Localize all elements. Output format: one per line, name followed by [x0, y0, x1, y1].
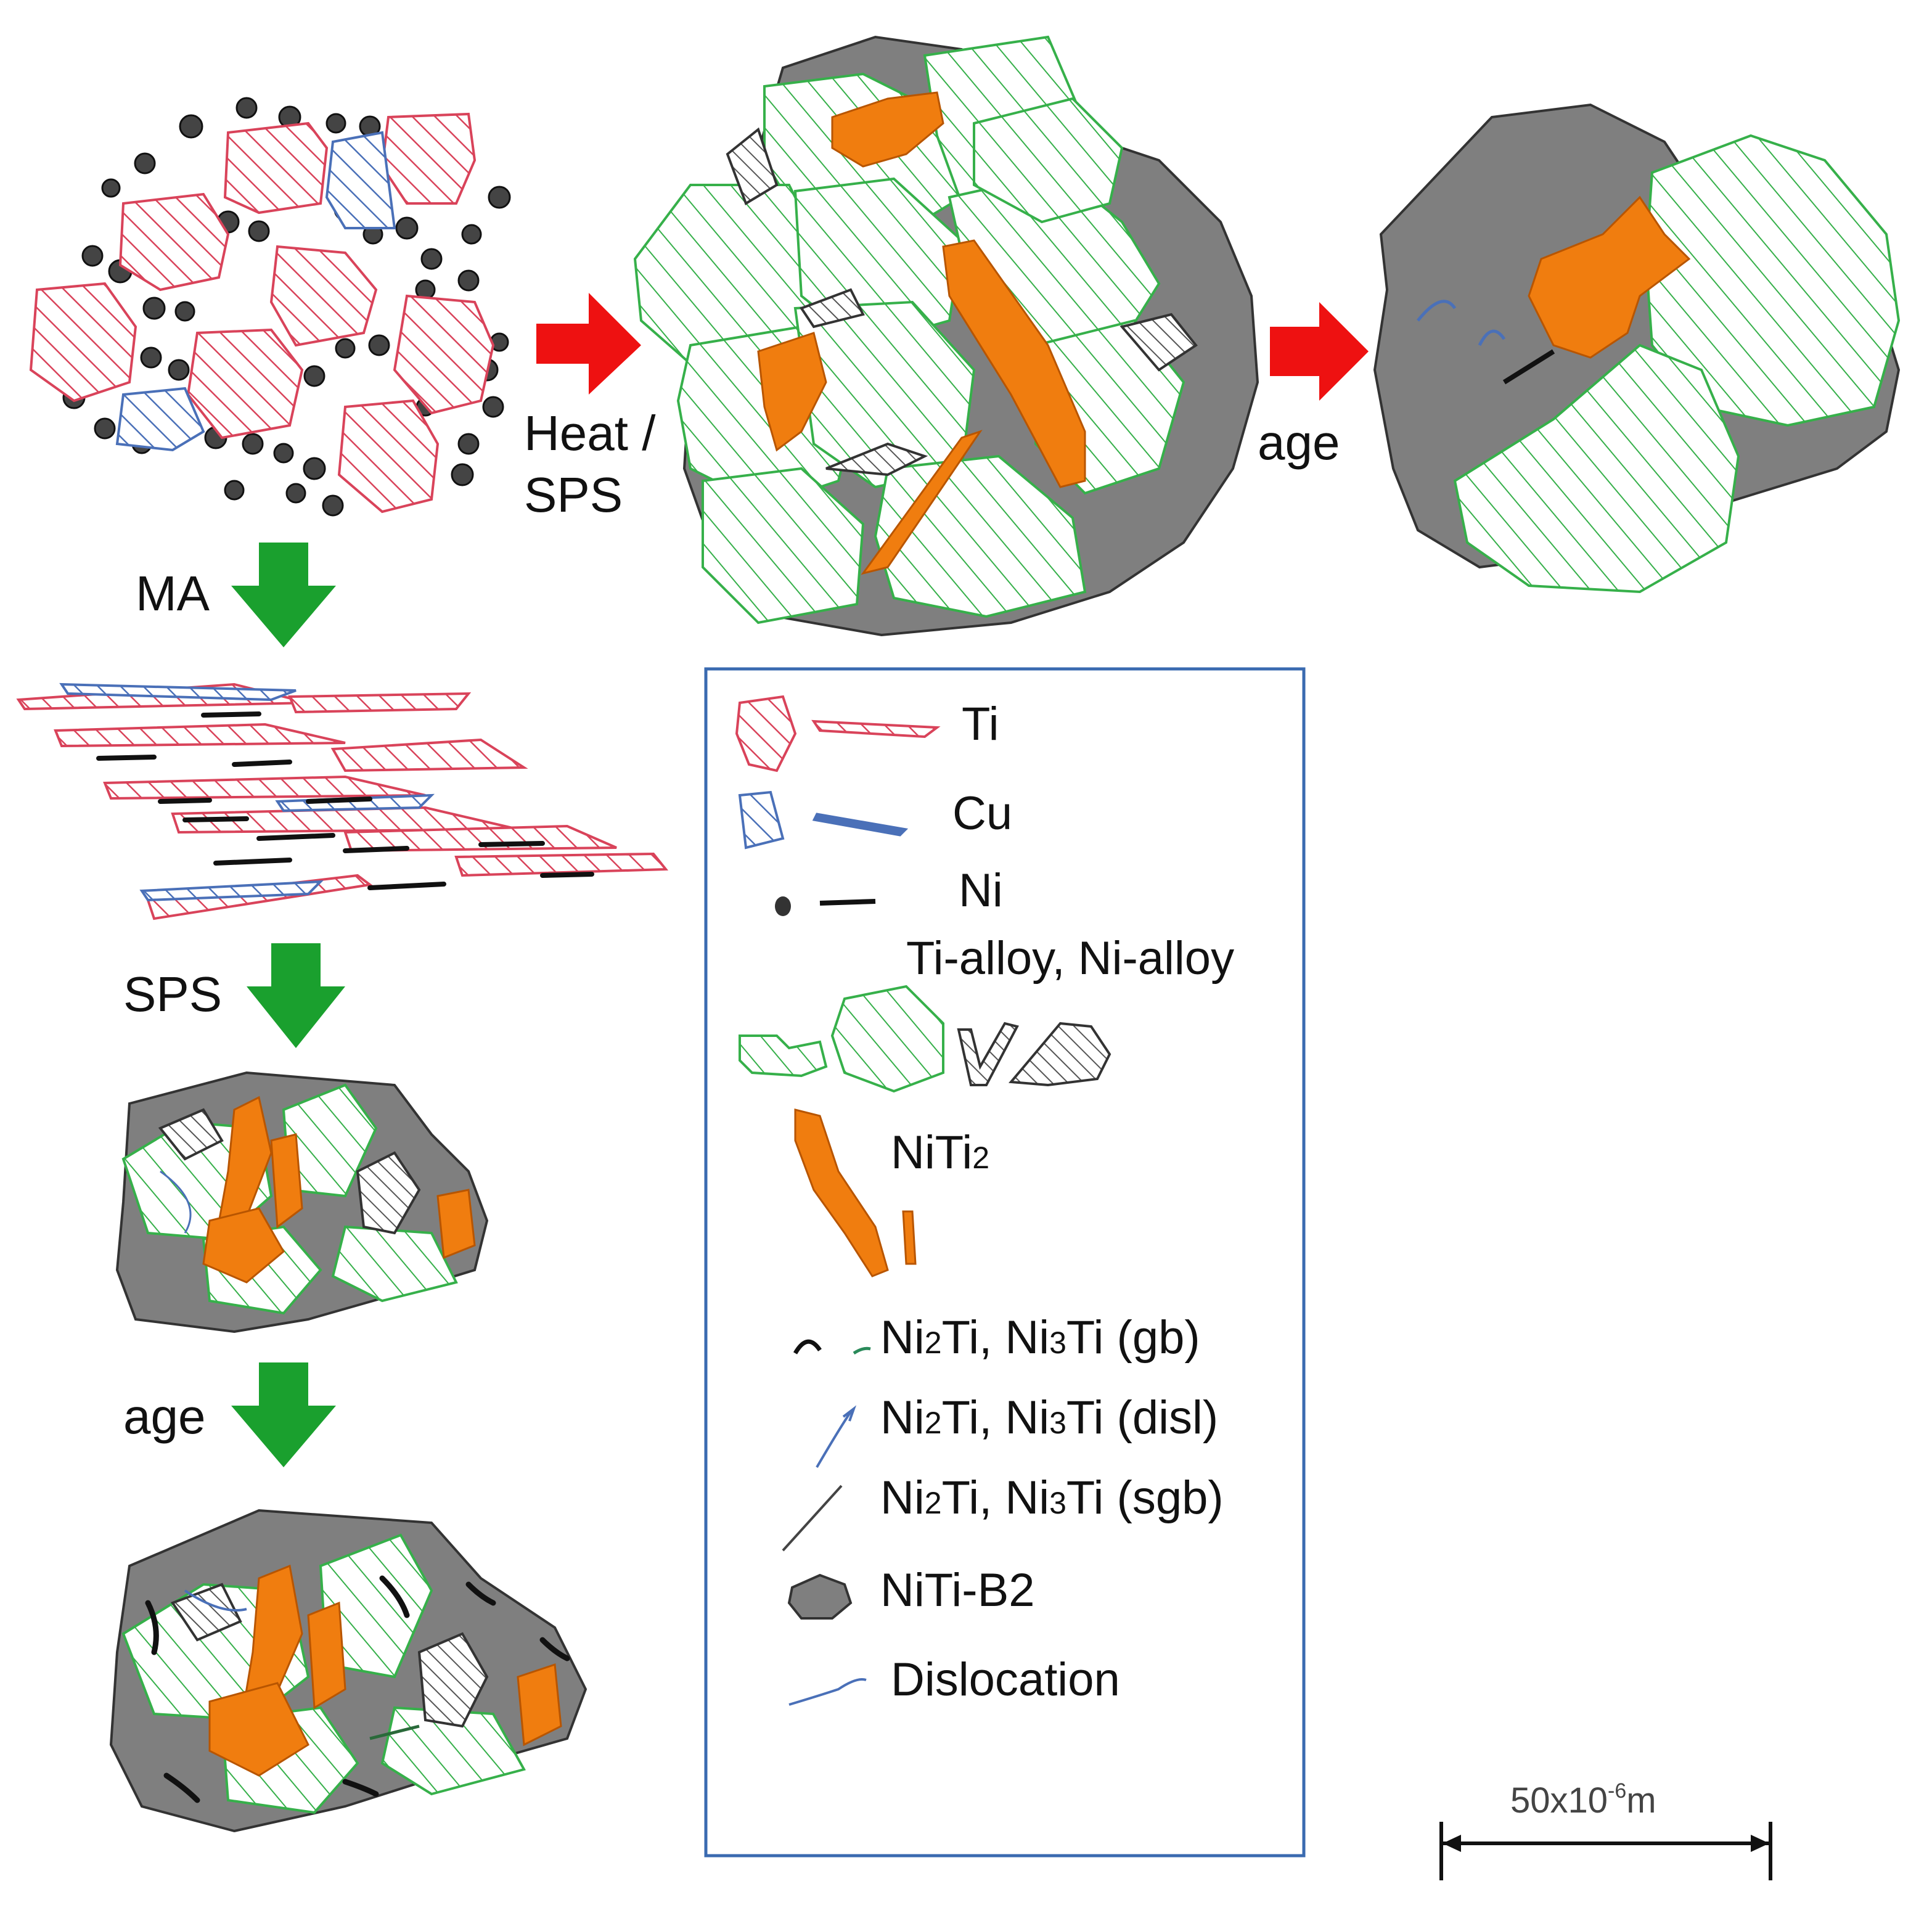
- heat-sps-label-line1: Heat /: [524, 406, 656, 461]
- ma-arrow: [231, 543, 336, 647]
- legend-box: [704, 667, 1306, 1858]
- legend: Ti Cu Ni Ti-alloy, Ni-alloy NiTi2: [704, 667, 1306, 1858]
- sps-label: SPS: [123, 967, 222, 1022]
- age-label-top: age: [1258, 415, 1340, 470]
- aged-composite-left: [109, 1509, 587, 1833]
- heat-sps-arrow: [536, 293, 641, 395]
- legend-item-dislocation: Dislocation: [788, 1653, 1120, 1706]
- legend-ni-label: Ni: [959, 864, 1003, 917]
- legend-ti-label: Ti: [962, 698, 999, 750]
- legend-disl-label: Ni2Ti, Ni3Ti (disl): [880, 1391, 1218, 1444]
- legend-niti2-base: NiTi: [891, 1126, 972, 1179]
- age-arrow-left: [231, 1362, 336, 1467]
- legend-niti2-label: NiTi2: [891, 1126, 989, 1179]
- age-label-left: age: [123, 1389, 205, 1444]
- aged-cluster-right: [1373, 103, 1901, 594]
- sintered-cluster-center: [633, 35, 1259, 637]
- legend-item-alloy: Ti-alloy, Ni-alloy: [739, 932, 1234, 1093]
- legend-item-ni: Ni: [775, 864, 1003, 917]
- legend-item-niti2: NiTi2: [794, 1108, 989, 1277]
- scale-bar-label: 50x10-6m: [1510, 1779, 1656, 1821]
- legend-cu-label: Cu: [952, 787, 1012, 840]
- sps-arrow: [247, 943, 345, 1048]
- ma-flattened-powder: [16, 682, 669, 920]
- legend-item-gb: Ni2Ti, Ni3Ti (gb): [793, 1311, 1200, 1364]
- legend-b2-label: NiTi-B2: [880, 1564, 1035, 1616]
- legend-item-cu: Cu: [738, 787, 1012, 850]
- legend-item-sgb: Ni2Ti, Ni3Ti (sgb): [782, 1472, 1224, 1552]
- legend-dislocation-label: Dislocation: [891, 1653, 1120, 1706]
- ma-label: MA: [136, 566, 210, 621]
- powder-mixture: [29, 97, 511, 517]
- legend-niti2-sub: 2: [972, 1141, 989, 1175]
- scale-bar: 50x10-6m: [1439, 1779, 1772, 1880]
- legend-item-ti: Ti: [735, 695, 999, 772]
- age-arrow-top: [1270, 302, 1369, 401]
- legend-gb-label: Ni2Ti, Ni3Ti (gb): [880, 1311, 1200, 1364]
- legend-alloy-label: Ti-alloy, Ni-alloy: [906, 932, 1234, 985]
- legend-item-b2: NiTi-B2: [787, 1564, 1035, 1620]
- legend-sgb-label: Ni2Ti, Ni3Ti (sgb): [880, 1472, 1224, 1524]
- sps-composite: [115, 1071, 489, 1334]
- heat-sps-label-line2: SPS: [524, 467, 623, 522]
- legend-item-disl: Ni2Ti, Ni3Ti (disl): [816, 1391, 1218, 1469]
